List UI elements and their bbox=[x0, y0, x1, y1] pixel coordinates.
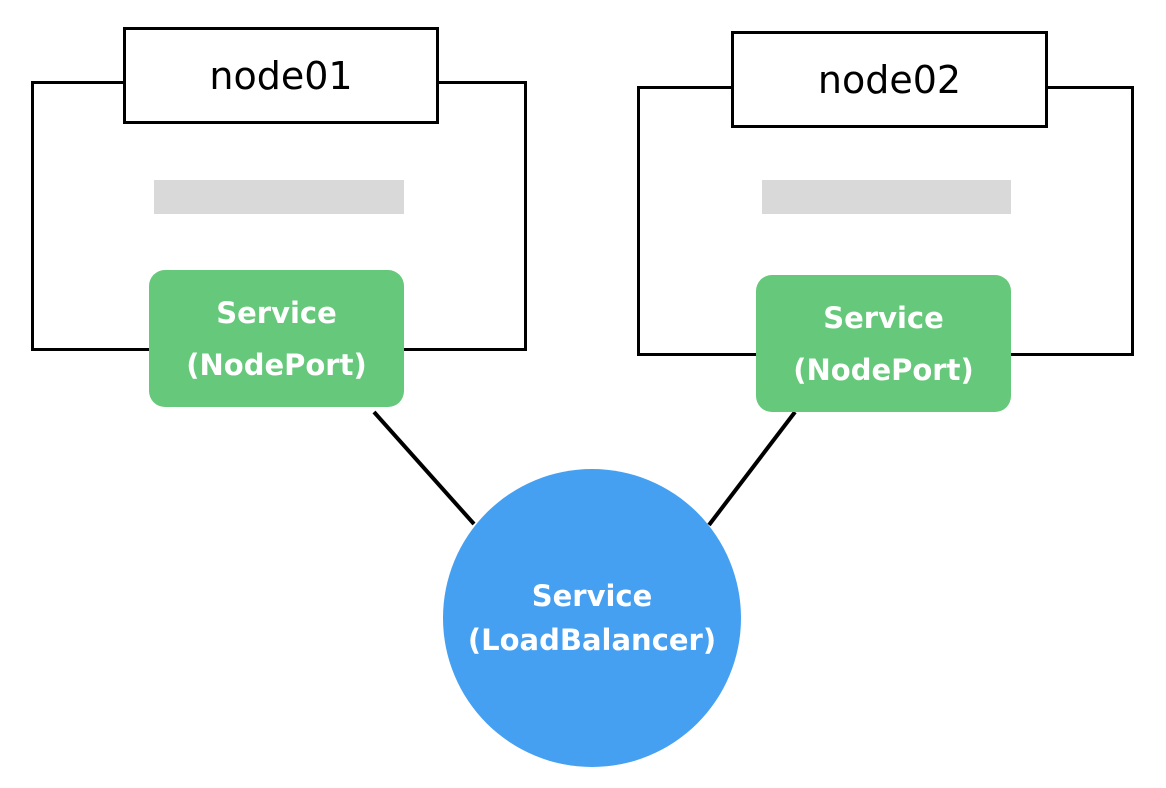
loadbalancer-line2: (LoadBalancer) bbox=[467, 623, 717, 657]
node02-nodeport-service: Service (NodePort) bbox=[756, 275, 1011, 412]
node01-title-text: node01 bbox=[209, 53, 353, 98]
node01-service-line1: Service bbox=[216, 295, 337, 330]
node01-placeholder-bar bbox=[154, 180, 404, 214]
node02-title-text: node02 bbox=[817, 57, 962, 102]
node02-service-line2: (NodePort) bbox=[793, 352, 974, 387]
node02-service-line1: Service bbox=[823, 300, 944, 335]
connector-node02-to-loadbalancer bbox=[707, 410, 797, 527]
node02-placeholder-bar bbox=[762, 180, 1011, 214]
connector-node01-to-loadbalancer bbox=[372, 410, 476, 526]
loadbalancer-line1: Service bbox=[531, 579, 653, 613]
node01-title: node01 bbox=[123, 27, 439, 124]
node01-nodeport-service: Service (NodePort) bbox=[149, 270, 404, 407]
loadbalancer-service: Service (LoadBalancer) bbox=[443, 469, 741, 767]
node02-title: node02 bbox=[731, 31, 1048, 128]
node01-service-line2: (NodePort) bbox=[186, 347, 367, 382]
